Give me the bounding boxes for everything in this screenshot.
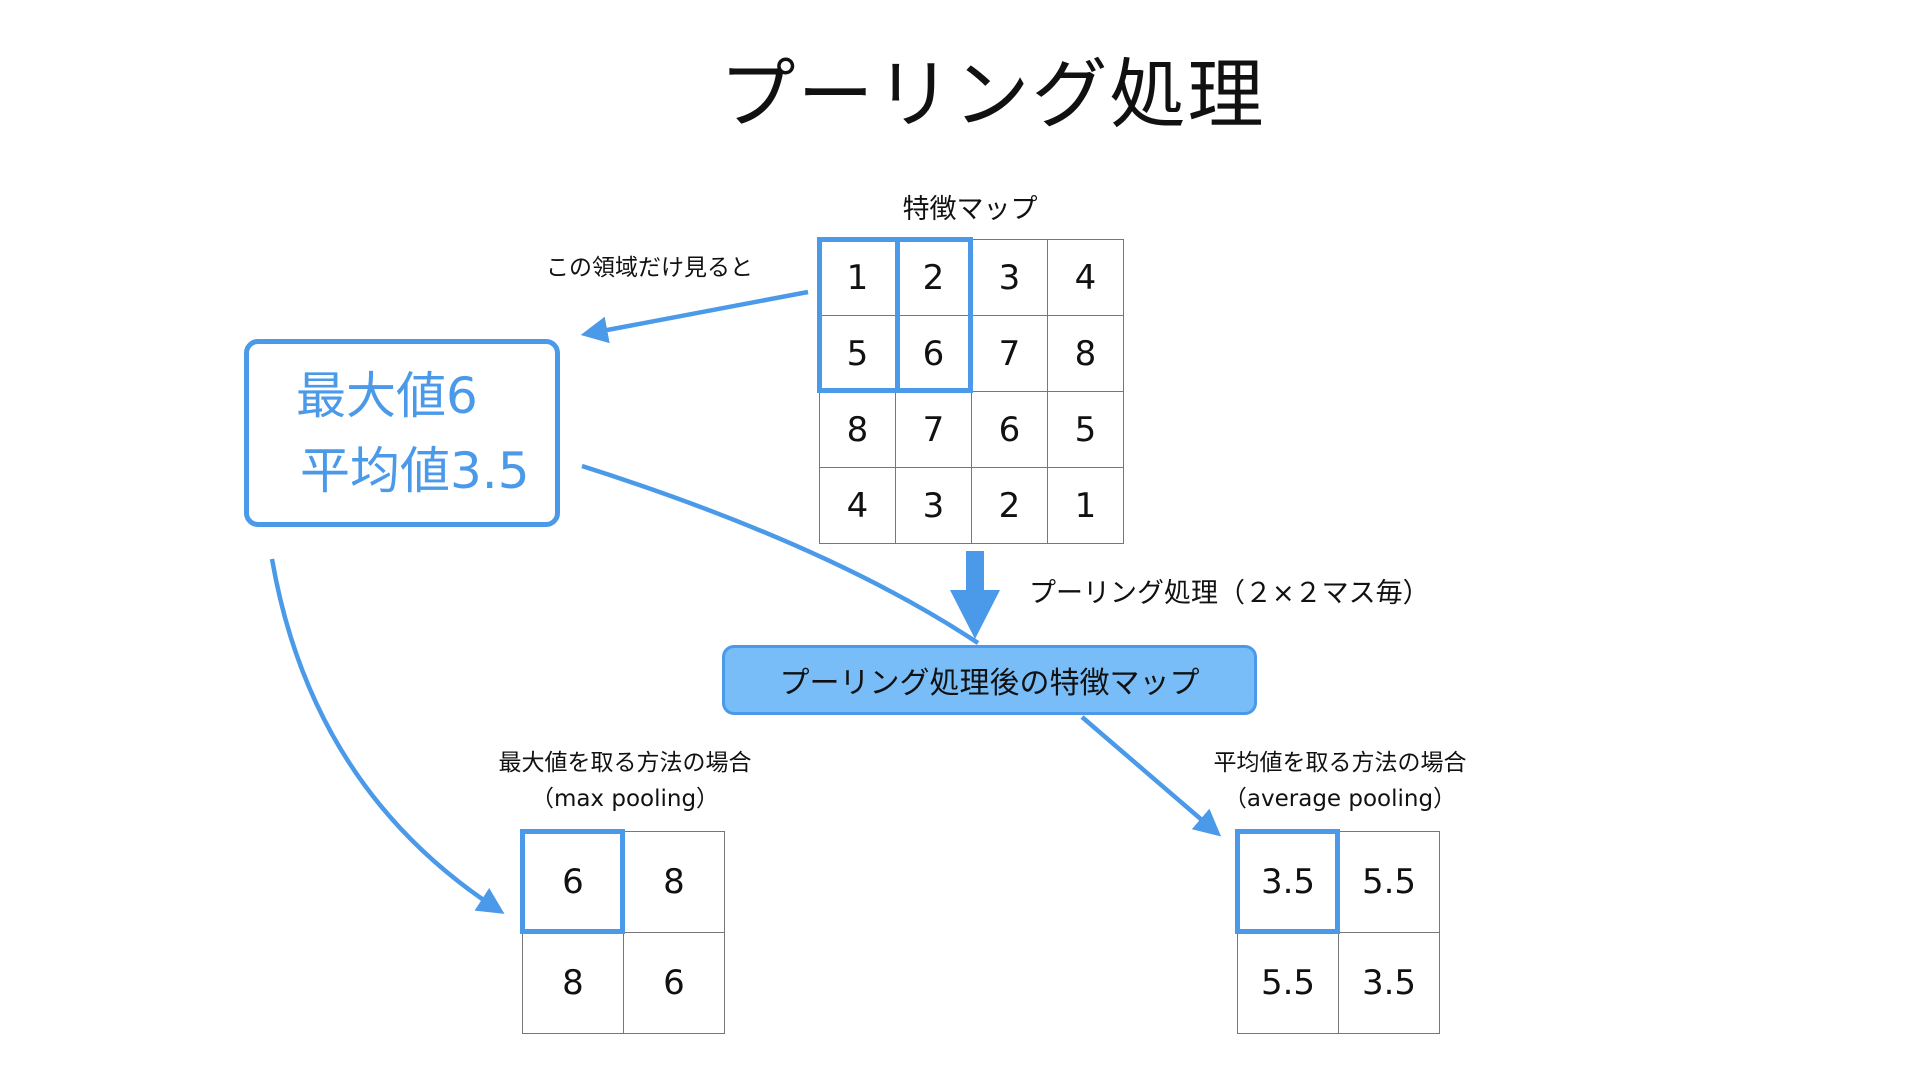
- result-to-average-pooling-arrow: [1080, 715, 1222, 837]
- callout-to-result-line: [581, 463, 980, 645]
- pooling-operation-label: プーリング処理（２×２マス毎）: [1029, 578, 1430, 609]
- max-pooling-cell: 6: [624, 933, 725, 1034]
- feature-map-cell: 8: [1048, 316, 1124, 392]
- feature-map-cell: 6: [972, 392, 1048, 468]
- feature-map-cell: 7: [896, 392, 972, 468]
- callout-average-value: 平均値3.5: [300, 442, 530, 500]
- feature-map-cell: 3: [972, 240, 1048, 316]
- max-pooling-caption-en: （max pooling）: [530, 786, 720, 812]
- average-pooling-caption: 平均値を取る方法の場合: [1213, 750, 1467, 776]
- pooling-down-arrow-shaft: [966, 551, 984, 593]
- region-note: この領域だけ見ると: [546, 255, 753, 281]
- average-pooling-cell: 5.5: [1339, 832, 1440, 933]
- feature-map-cell: 1: [1048, 468, 1124, 544]
- average-pooling-cell: 3.5: [1339, 933, 1440, 1034]
- pooling-down-arrow-head: [950, 590, 1000, 639]
- region-to-callout-arrow: [580, 289, 809, 344]
- callout-to-max-pooling-arrow: [269, 558, 505, 914]
- feature-map-cell: 7: [972, 316, 1048, 392]
- callout-max-value: 最大値6: [296, 367, 478, 425]
- feature-map-cell: 3: [896, 468, 972, 544]
- page-title: プーリング処理: [719, 50, 1266, 139]
- feature-map-cell: 4: [820, 468, 896, 544]
- average-pooling-caption-en: （average pooling）: [1223, 786, 1457, 812]
- feature-map-label: 特徴マップ: [902, 194, 1038, 225]
- feature-map-cell: 2: [972, 468, 1048, 544]
- region-result-callout: [244, 339, 560, 527]
- average-pooling-cell: 5.5: [1238, 933, 1339, 1034]
- feature-map-cell: 5: [1048, 392, 1124, 468]
- feature-map-cell: 8: [820, 392, 896, 468]
- max-pooling-cell: 8: [624, 832, 725, 933]
- pooled-feature-map-box: プーリング処理後の特徴マップ: [722, 645, 1257, 715]
- max-pooling-caption: 最大値を取る方法の場合: [498, 750, 752, 776]
- max-pooling-cell: 8: [523, 933, 624, 1034]
- feature-map-cell: 4: [1048, 240, 1124, 316]
